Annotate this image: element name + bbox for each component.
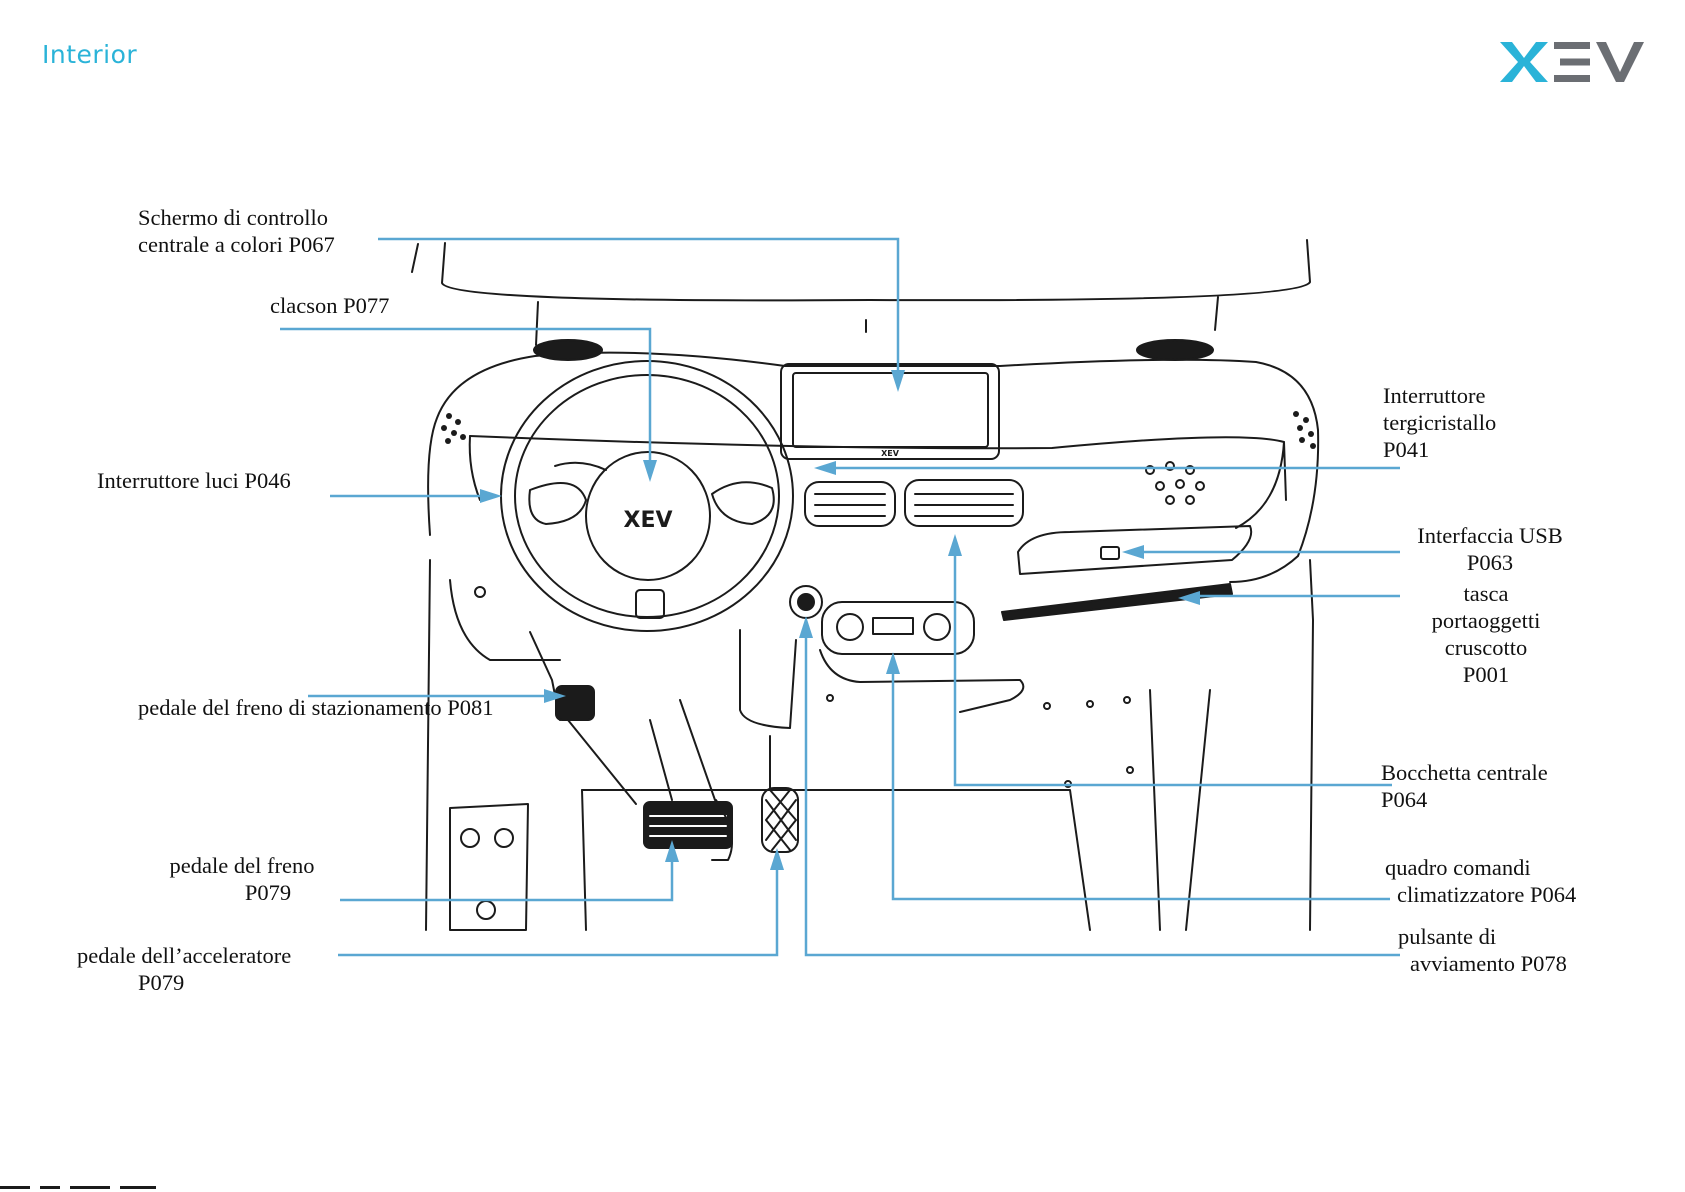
right-side-speaker xyxy=(1293,411,1316,449)
label-brake-pedal: pedale del freno P079 xyxy=(169,853,315,905)
page-title: Interior xyxy=(42,40,138,69)
usb-port xyxy=(1100,546,1120,560)
left-side-speaker xyxy=(441,413,466,444)
steering-logo: XEV xyxy=(623,508,672,533)
leader-start xyxy=(804,628,1400,957)
leader-brake xyxy=(340,852,674,902)
climate-panel xyxy=(821,601,975,655)
left-footrest xyxy=(449,803,529,931)
label-central-vent: Bocchetta centrale P064 xyxy=(1381,760,1548,812)
accelerator-pedal-pad xyxy=(761,787,799,853)
leader-lines xyxy=(280,237,1400,957)
label-start-button: pulsante di avviamento P078 xyxy=(1398,924,1567,976)
leader-accel xyxy=(338,860,779,957)
label-glovebox: tasca portaoggetti cruscotto P001 xyxy=(1431,581,1541,687)
label-screen: Schermo di controllo centrale a colori P… xyxy=(138,205,335,257)
left-center-vent xyxy=(804,481,896,527)
right-speaker-grille xyxy=(1145,461,1205,505)
leader-screen xyxy=(378,237,900,380)
windshield-outline xyxy=(441,239,1311,302)
label-wiper: Interruttore tergicristallo P041 xyxy=(1383,383,1497,462)
glovebox-pocket xyxy=(1001,583,1233,621)
leader-arrowheads xyxy=(480,370,1200,870)
leader-vent xyxy=(953,546,1392,787)
leader-climate xyxy=(891,664,1390,901)
label-lights: Interruttore luci P046 xyxy=(97,468,291,493)
center-screen xyxy=(780,363,1000,460)
right-speaker xyxy=(1136,339,1214,361)
screen-logo: XEV xyxy=(881,449,900,458)
xev-logo-mark xyxy=(1500,42,1644,82)
label-usb: Interfaccia USB P063 xyxy=(1417,523,1563,575)
parking-brake-pad xyxy=(555,685,595,721)
right-center-vent xyxy=(904,479,1024,527)
footer-marks xyxy=(0,1186,156,1189)
glovebox xyxy=(1017,525,1253,575)
label-accelerator: pedale dell’acceleratore P079 xyxy=(77,943,292,995)
dashboard-outline xyxy=(427,351,1320,583)
label-climate-panel: quadro comandi climatizzatore P064 xyxy=(1385,855,1577,907)
floor-bolts xyxy=(474,586,1134,788)
steering-hub xyxy=(585,451,711,581)
label-parking-brake: pedale del freno di stazionamento P081 xyxy=(138,695,494,720)
left-speaker xyxy=(533,339,603,361)
label-horn: clacson P077 xyxy=(270,293,390,318)
xev-logo xyxy=(1500,42,1644,82)
leader-horn xyxy=(280,327,652,470)
